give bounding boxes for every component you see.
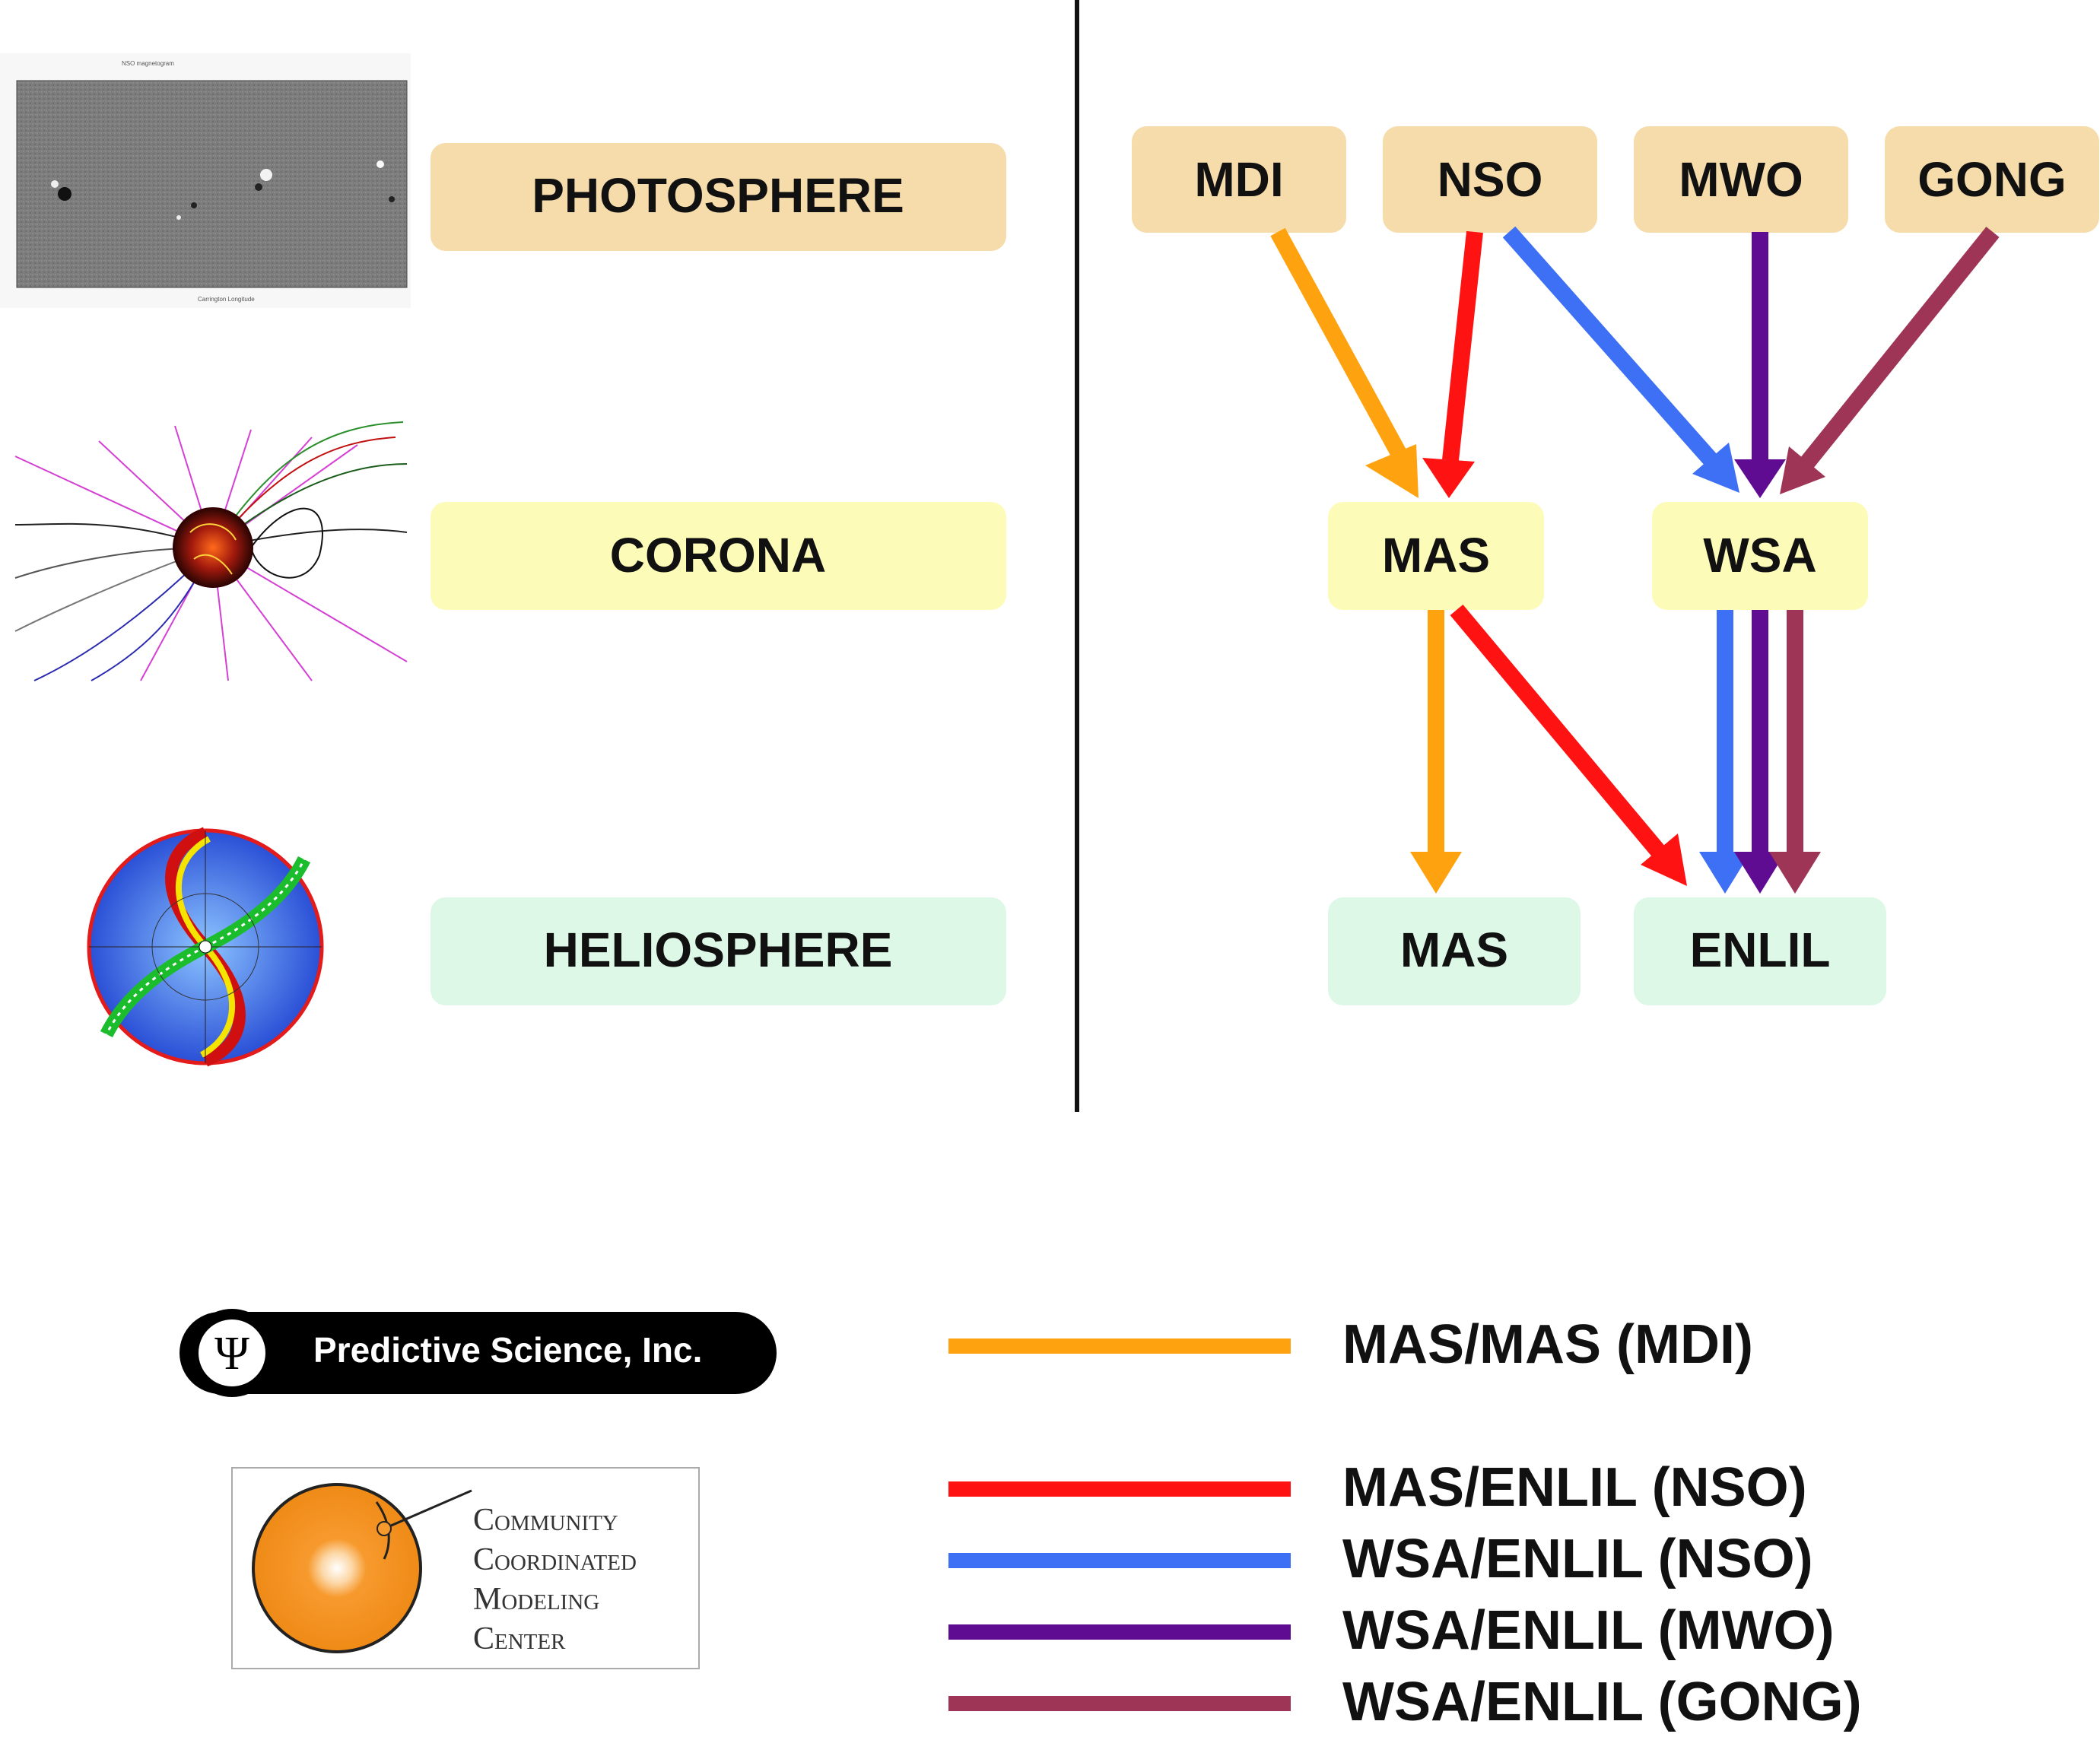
source-node-nso: NSO — [1383, 126, 1597, 233]
heliosphere-solar-wind-image — [87, 827, 324, 1067]
legend-item: WSA/ENLIL (NSO) — [948, 1529, 1813, 1589]
legend-item: WSA/ENLIL (MWO) — [948, 1600, 1835, 1661]
layer-box — [430, 143, 1006, 251]
arrow-nso-to-mas — [1422, 230, 1483, 498]
legend-label: MAS/MAS (MDI) — [1342, 1314, 1753, 1375]
arrow-wsa-to-enlil-gong — [1769, 610, 1821, 894]
legend-label: WSA/ENLIL (GONG) — [1342, 1672, 1862, 1732]
arrow-gong-to-wsa — [1780, 227, 2000, 494]
legend-label: WSA/ENLIL (MWO) — [1342, 1600, 1835, 1661]
layer-label: CORONA — [610, 528, 826, 583]
layer-photosphere: PHOTOSPHERE — [430, 143, 1006, 251]
layer-label: PHOTOSPHERE — [532, 168, 904, 223]
corona-node-mas: MAS — [1328, 502, 1544, 610]
node-label: NSO — [1438, 152, 1543, 207]
legend-item: WSA/ENLIL (GONG) — [948, 1672, 1862, 1732]
ccmc-logo-line: Coordinated — [473, 1542, 637, 1577]
helio-node-enlil: ENLIL — [1634, 897, 1886, 1005]
arrow-mas-to-mas — [1410, 610, 1462, 894]
arrow-wsa-to-enlil-nso — [1699, 610, 1751, 894]
layer-corona: CORONA — [430, 502, 1006, 610]
ccmc-logo: Community Coordinated Modeling Center — [231, 1467, 700, 1669]
arrow-mas-to-enlil — [1450, 604, 1687, 886]
source-node-mwo: MWO — [1634, 126, 1848, 233]
helio-node-mas: MAS — [1328, 897, 1581, 1005]
legend-item: MAS/MAS (MDI) — [948, 1314, 1753, 1375]
layer-label: HELIOSPHERE — [544, 922, 893, 977]
corona-node-wsa: WSA — [1652, 502, 1868, 610]
node-label: MAS — [1382, 528, 1490, 583]
arrow-nso-to-wsa — [1502, 226, 1739, 493]
legend-label: MAS/ENLIL (NSO) — [1342, 1457, 1807, 1518]
corona-field-lines-image — [14, 421, 408, 681]
svg-text:Carrington Longitude: Carrington Longitude — [198, 296, 255, 303]
legend: MAS/MAS (MDI) MAS/ENLIL (NSO) WSA/ENLIL … — [948, 1314, 1862, 1732]
layer-box — [430, 502, 1006, 610]
arrow-wsa-to-enlil-mwo — [1734, 610, 1786, 894]
ccmc-logo-line: Modeling — [473, 1582, 599, 1617]
ccmc-logo-line: Community — [473, 1503, 618, 1538]
legend-item: MAS/ENLIL (NSO) — [948, 1457, 1807, 1518]
node-label: ENLIL — [1690, 922, 1831, 977]
node-label: GONG — [1917, 152, 2067, 207]
ccmc-logo-line: Center — [473, 1621, 566, 1656]
source-node-mdi: MDI — [1132, 126, 1346, 233]
arrow-mdi-to-mas — [1270, 227, 1419, 498]
layer-box — [430, 897, 1006, 1005]
node-label: WSA — [1703, 528, 1816, 583]
layer-heliosphere: HELIOSPHERE — [430, 897, 1006, 1005]
node-label: MAS — [1400, 922, 1508, 977]
arrow-mwo-to-wsa — [1734, 232, 1786, 498]
psi-logo-text: Predictive Science, Inc. — [313, 1330, 702, 1370]
svg-text:NSO magnetogram: NSO magnetogram — [122, 60, 174, 67]
psi-symbol-icon: Ψ — [214, 1328, 249, 1380]
source-node-gong: GONG — [1885, 126, 2099, 233]
photosphere-magnetogram-image: NSO magnetogram Carrington Longitude — [0, 53, 411, 308]
node-label: MDI — [1194, 152, 1283, 207]
psi-logo: Ψ Predictive Science, Inc. — [180, 1309, 777, 1397]
legend-label: WSA/ENLIL (NSO) — [1342, 1529, 1813, 1589]
node-label: MWO — [1679, 152, 1803, 207]
